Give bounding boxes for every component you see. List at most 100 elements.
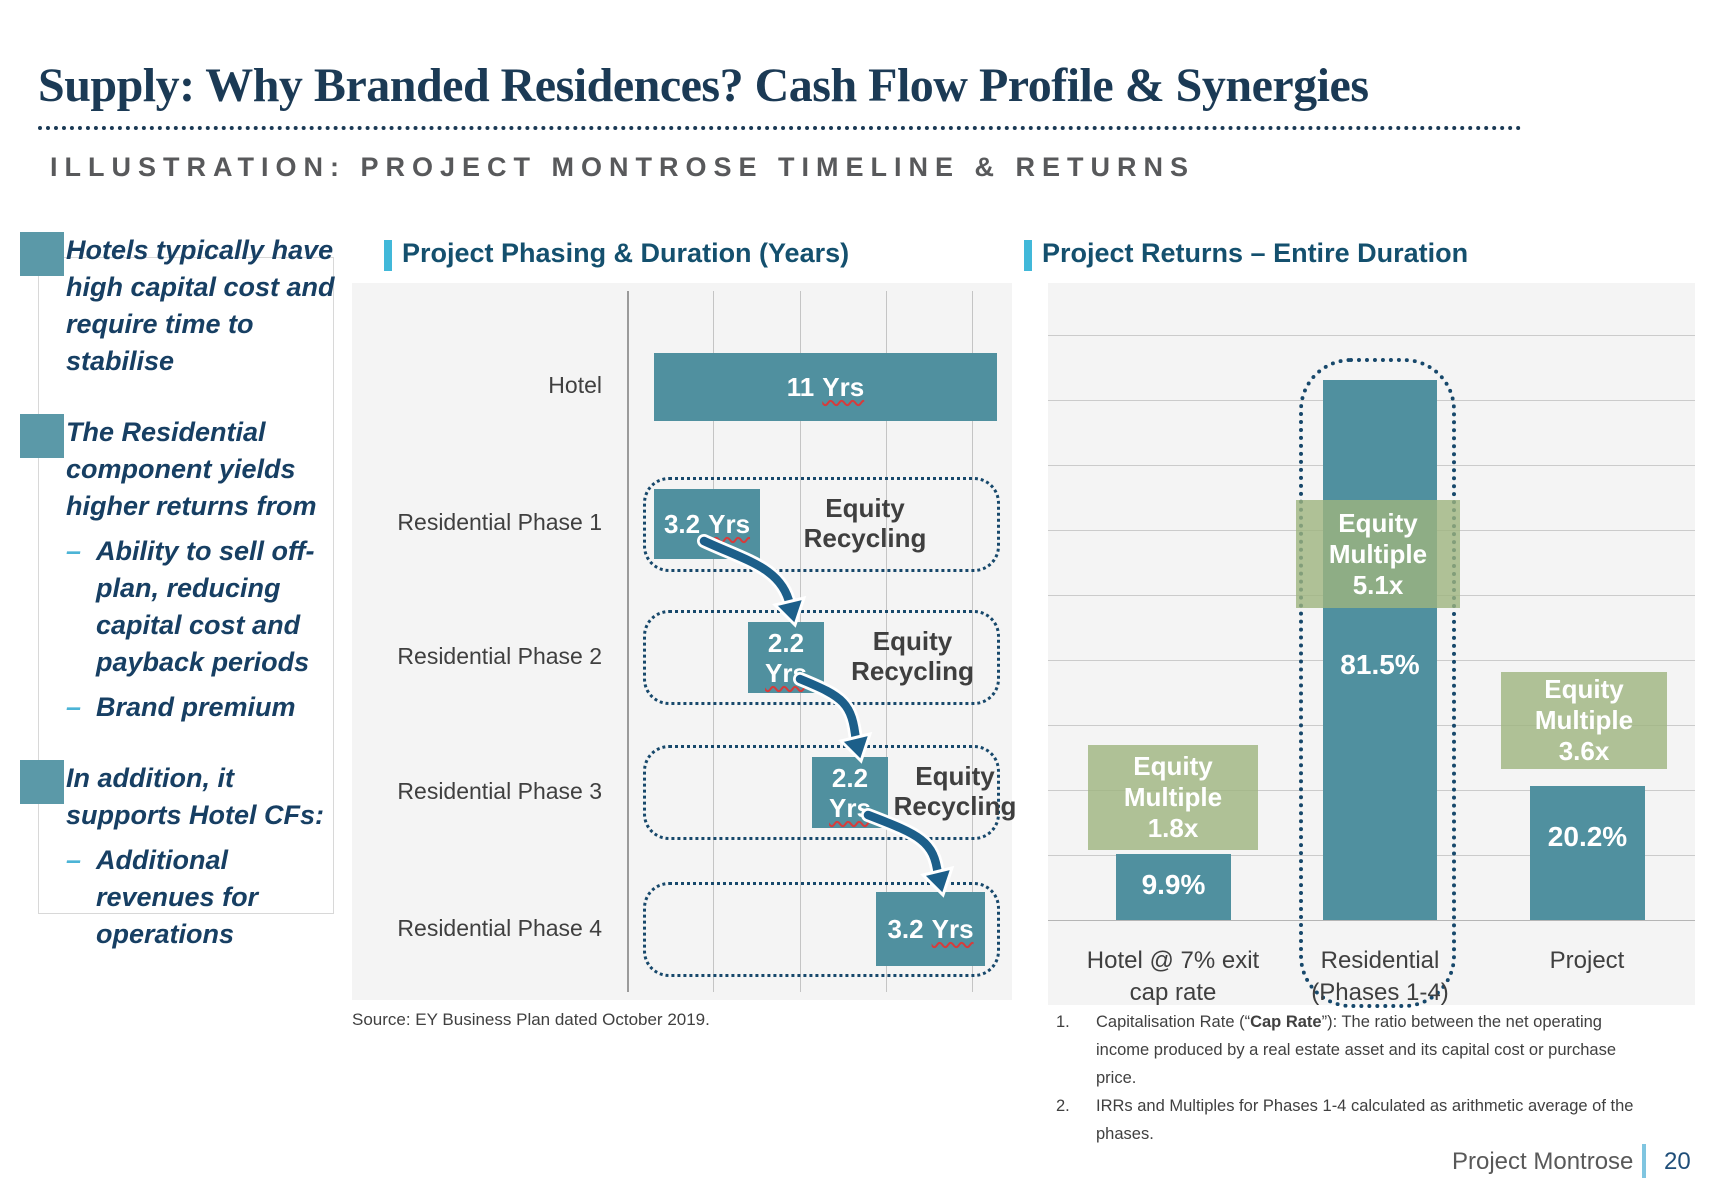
bar-duration-unit: Yrs	[931, 913, 974, 944]
badge-line: 3.6x	[1558, 736, 1610, 766]
gantt-gridline	[713, 291, 714, 992]
equity-recycling-line: Recycling	[851, 656, 974, 686]
equity-multiple-badge: Equity Multiple 5.1x	[1296, 500, 1460, 608]
sidebar: Hotels typically have high capital cost …	[20, 232, 342, 953]
equity-recycling-label: Equity Recycling	[830, 626, 995, 686]
equity-recycling-line: Recycling	[893, 791, 1017, 821]
category-line: Hotel @ 7% exit	[1086, 947, 1260, 974]
returns-title-accent-bar	[1024, 240, 1032, 271]
equity-recycling-window	[643, 477, 1000, 572]
square-bullet-icon	[20, 232, 64, 276]
returns-title: Project Returns – Entire Duration	[1042, 238, 1469, 268]
list-item: Hotels typically have high capital cost …	[20, 232, 342, 380]
category-label: Hotel @ 7% exit cap rate	[1068, 945, 1278, 1009]
footnote-segment: price.	[1096, 1069, 1137, 1087]
footnotes: 1. Capitalisation Rate (“Cap Rate”): The…	[1056, 1008, 1633, 1148]
bar-value-label: 81.5%	[1340, 649, 1420, 680]
bar-value-label: 20.2%	[1547, 821, 1628, 852]
bar-duration-value: 11	[786, 371, 815, 402]
equity-recycling-label: Equity Recycling	[890, 761, 1020, 821]
footnote-text: Capitalisation Rate (“Cap Rate”): The ra…	[1096, 1008, 1616, 1092]
gantt-row-label: Hotel	[548, 372, 602, 398]
footnote-bold-term: Cap Rate	[1250, 1013, 1322, 1031]
list-item: In addition, it supports Hotel CFs:	[20, 760, 342, 834]
flow-arrow-icon	[697, 534, 807, 628]
badge-line: Multiple	[1328, 538, 1428, 569]
list-item: – Additional revenues for operations	[66, 842, 342, 953]
footer-divider	[1642, 1144, 1646, 1178]
equity-recycling-label: Equity Recycling	[775, 493, 955, 553]
equity-flow-arrows	[697, 534, 955, 898]
footnote-segment: phases.	[1096, 1125, 1154, 1143]
footnote-segment: IRRs and Multiples for Phases 1-4 calcul…	[1096, 1097, 1634, 1115]
list-item: The Residential component yields higher …	[20, 414, 342, 525]
residential-highlight-border	[1299, 358, 1456, 1008]
return-bar-hotel	[1116, 854, 1231, 920]
category-line: Project	[1549, 947, 1625, 974]
bullet-text: In addition, it supports Hotel CFs:	[66, 763, 325, 830]
source-note: Source: EY Business Plan dated October 2…	[352, 1010, 710, 1029]
bar-duration-unit: Yrs	[822, 371, 865, 402]
footnote-segment: Capitalisation Rate (“	[1096, 1013, 1251, 1031]
gantt-chart: Hotel Residential Phase 1 Residential Ph…	[352, 283, 1016, 1000]
gantt-gridline	[886, 291, 887, 992]
bullet-text: The Residential component yields higher …	[66, 417, 317, 521]
bullet-text: Hotels typically have high capital cost …	[66, 235, 335, 376]
sidebar-placeholder-border	[38, 257, 334, 914]
equity-recycling-line: Recycling	[803, 523, 927, 553]
bar-duration-value: 2.2	[767, 627, 805, 658]
gantt-row-label: Residential Phase 4	[397, 915, 602, 941]
dash-bullet-icon: –	[66, 692, 82, 722]
gantt-gridline	[972, 291, 973, 992]
equity-recycling-line: Equity	[915, 761, 995, 791]
baseline	[1048, 920, 1695, 921]
badge-line: Equity	[1133, 751, 1213, 781]
badge-line: 1.8x	[1147, 813, 1199, 843]
category-line: Residential	[1320, 947, 1440, 974]
slide-subtitle: ILLUSTRATION: PROJECT MONTROSE TIMELINE …	[50, 152, 1195, 182]
footer-brand: Project Montrose	[1452, 1148, 1634, 1175]
bullet-text: Brand premium	[96, 692, 296, 722]
bar-duration-value: 3.2	[663, 508, 701, 539]
gantt-row-label: Residential Phase 1	[397, 509, 602, 535]
bar-value-label: 9.9%	[1141, 869, 1206, 900]
equity-recycling-line: Equity	[872, 626, 953, 656]
badge-line: 5.1x	[1352, 569, 1404, 600]
gantt-title: Project Phasing & Duration (Years)	[402, 238, 850, 268]
bullet-text: Additional revenues for operations	[96, 845, 259, 949]
footnote-item: 1. Capitalisation Rate (“Cap Rate”): The…	[1056, 1008, 1633, 1092]
bar-duration-value: 3.2	[887, 913, 924, 944]
flow-arrow-icon	[861, 808, 955, 898]
badge-line: Equity	[1544, 674, 1624, 704]
flow-arrow-icon	[793, 672, 873, 764]
gantt-axis-line	[627, 291, 629, 992]
bar-duration-value: 2.2	[831, 762, 869, 793]
equity-recycling-line: Equity	[825, 493, 905, 523]
list-item: – Ability to sell off-plan, reducing cap…	[66, 533, 342, 681]
badge-line: Equity	[1338, 507, 1418, 538]
title-divider	[38, 126, 1522, 130]
equity-recycling-window	[643, 745, 1000, 840]
gantt-bar-phase3: 2.2 Yrs	[812, 757, 888, 828]
return-bar-residential	[1323, 380, 1437, 920]
equity-multiple-badge: Equity Multiple 1.8x	[1088, 745, 1258, 850]
footnote-number: 1.	[1056, 1013, 1070, 1031]
square-bullet-icon	[20, 760, 64, 804]
page-number: 20	[1664, 1148, 1691, 1175]
gantt-bar-phase2: 2.2 Yrs	[748, 622, 824, 693]
equity-recycling-window	[643, 882, 1000, 977]
category-label: Project	[1482, 945, 1692, 977]
equity-recycling-window	[643, 610, 1000, 705]
category-label: Residential (Phases 1-4)	[1275, 945, 1485, 1009]
list-item: – Brand premium	[66, 689, 342, 726]
badge-line: Multiple	[1534, 705, 1634, 735]
bullet-text: Ability to sell off-plan, reducing capit…	[96, 536, 315, 677]
footnote-segment: income produced by a real estate asset a…	[1096, 1041, 1617, 1059]
dash-bullet-icon: –	[66, 536, 82, 566]
returns-chart: 9.9% 81.5% 20.2% Equity Multiple 1.8x Eq…	[1048, 283, 1695, 1008]
footnote-number: 2.	[1056, 1097, 1070, 1115]
bar-duration-unit: Yrs	[708, 508, 751, 539]
page-title: Supply: Why Branded Residences? Cash Flo…	[38, 59, 1369, 112]
category-line: (Phases 1-4)	[1311, 979, 1449, 1006]
